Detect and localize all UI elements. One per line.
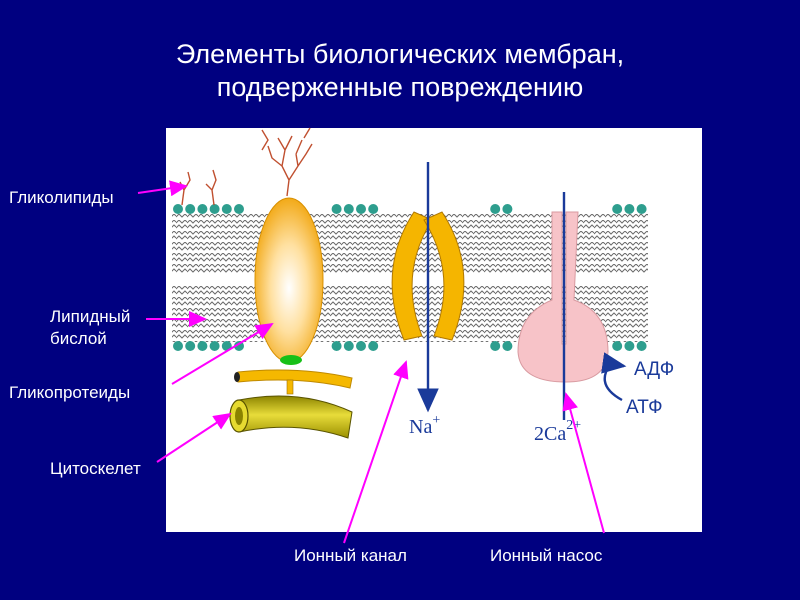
cytoskeleton-label: Цитоскелет (50, 459, 141, 478)
lipid-head (197, 204, 208, 214)
lipid-head (490, 341, 501, 351)
title-line-2: подверженные повреждению (216, 72, 584, 102)
channel-pointer (343, 360, 409, 544)
cytoskeleton-pointer (156, 412, 232, 463)
na-ion-label: Na+ (409, 413, 440, 438)
lipid-bilayer-label: Липидный бислой (50, 306, 130, 350)
glycolipid-pointer (137, 180, 188, 197)
upper-head-groups (173, 204, 647, 214)
cytoskeleton-bar-end (234, 372, 240, 382)
cytoskeleton-link (286, 379, 294, 395)
lipid-head (356, 341, 366, 351)
lipid-head (624, 204, 635, 214)
lipid-head (612, 341, 623, 351)
lipid-head (173, 204, 183, 214)
adp-label: АДФ (634, 359, 674, 380)
lipid-bilayer-line-2: бислой (50, 329, 107, 348)
slide-title: Элементы биологических мембран, подверже… (0, 38, 800, 104)
lipid-head (209, 341, 220, 351)
atp-adp-arrow (601, 352, 627, 402)
lipid-head (624, 341, 635, 351)
lipid-head (197, 341, 208, 351)
lipid-head (502, 204, 513, 214)
lipid-head (234, 204, 244, 214)
lipid-head (185, 204, 196, 214)
glycolipid-chains (179, 127, 313, 206)
lipid-head (368, 204, 379, 214)
cytoskeleton-cylinder (238, 395, 353, 439)
lipid-head (209, 204, 220, 214)
ion-channel-left (391, 211, 433, 341)
glycoprotein-pointer (171, 322, 274, 385)
lipid-head (173, 341, 183, 351)
lipid-head (343, 204, 354, 214)
lipid-head (185, 341, 196, 351)
lipid-head (636, 341, 647, 351)
cytoskeleton-cylinder-hole (235, 407, 243, 425)
lipid-head (331, 204, 342, 214)
lipid-bilayer-line-1: Липидный (50, 307, 131, 326)
pointer-arrows (137, 180, 605, 544)
title-line-1: Элементы биологических мембран, (175, 39, 625, 69)
lipid-head (368, 341, 379, 351)
lipid-head (343, 341, 354, 351)
ion-channel-label: Ионный канал (294, 546, 407, 565)
lipid-head (612, 204, 623, 214)
pump-pointer (562, 392, 605, 534)
lower-head-groups (173, 341, 647, 351)
lipid-head (490, 204, 501, 214)
lipid-head (234, 341, 244, 351)
glycoprotein-oval (254, 197, 324, 363)
cytoskeleton-bar (237, 369, 353, 389)
lipid-head (221, 204, 232, 214)
glycoproteins-label: Гликопротеиды (9, 383, 131, 402)
lipid-head (356, 204, 366, 214)
ion-channel-right (423, 211, 465, 341)
lipid-head (331, 341, 342, 351)
lipid-head (636, 204, 647, 214)
atp-label: АТФ (626, 397, 663, 418)
lipid-head (502, 341, 513, 351)
glycolipids-label: Гликолипиды (9, 188, 114, 207)
ion-pump-label: Ионный насос (490, 546, 603, 565)
anchor-green (280, 355, 302, 365)
ion-pump (517, 211, 609, 383)
